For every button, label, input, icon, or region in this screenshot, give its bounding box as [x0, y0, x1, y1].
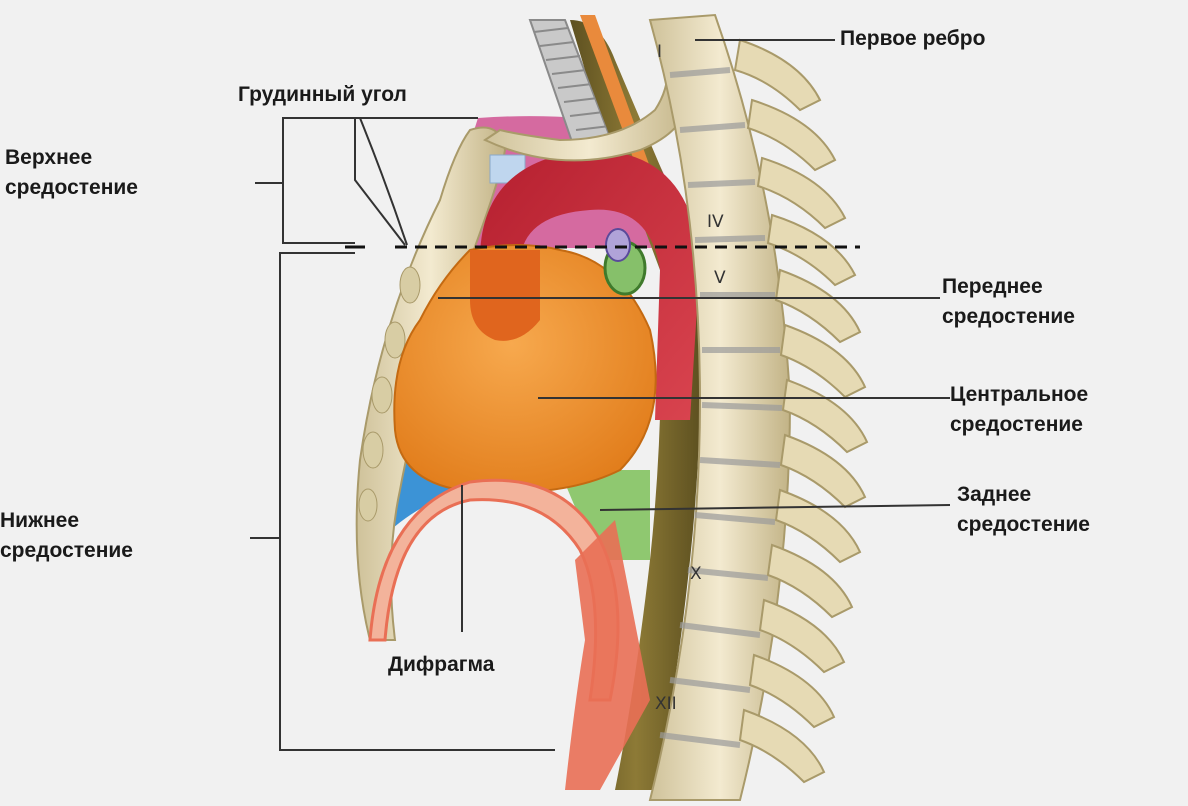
vertebra-label-i: I — [657, 42, 662, 62]
inferior-mediastinum-line-2: средостение — [0, 536, 133, 566]
inferior-mediastinum-label: Нижнее средостение — [0, 506, 133, 566]
vertebra-label-xii: XII — [655, 694, 677, 714]
vertebra-label-x: X — [690, 564, 702, 584]
posterior-mediastinum-line-2: средостение — [957, 510, 1090, 540]
middle-mediastinum-line-2: средостение — [950, 410, 1088, 440]
first-rib-label: Первое ребро — [840, 24, 985, 54]
anterior-mediastinum-line-1: Переднее — [942, 272, 1075, 302]
inferior-mediastinum-line-1: Нижнее — [0, 506, 133, 536]
anterior-mediastinum-line-2: средостение — [942, 302, 1075, 332]
superior-mediastinum-line-2: средостение — [5, 173, 138, 203]
heart-outflow — [470, 250, 540, 341]
middle-mediastinum-label: Центральное средостение — [950, 380, 1088, 440]
sternal-angle-label: Грудинный угол — [238, 80, 407, 110]
superior-mediastinum-label: Верхнее средостение — [5, 143, 138, 203]
diaphragm-label: Дифрагма — [388, 650, 494, 680]
vertebra-label-v: V — [714, 268, 726, 288]
vertebra-label-iv: IV — [707, 212, 724, 232]
anterior-mediastinum-label: Переднее средостение — [942, 272, 1075, 332]
sternal-angle-leaders — [355, 118, 407, 245]
posterior-mediastinum-label: Заднее средостение — [957, 480, 1090, 540]
posterior-mediastinum-line-1: Заднее — [957, 480, 1090, 510]
middle-mediastinum-line-1: Центральное — [950, 380, 1088, 410]
superior-mediastinum-line-1: Верхнее — [5, 143, 138, 173]
